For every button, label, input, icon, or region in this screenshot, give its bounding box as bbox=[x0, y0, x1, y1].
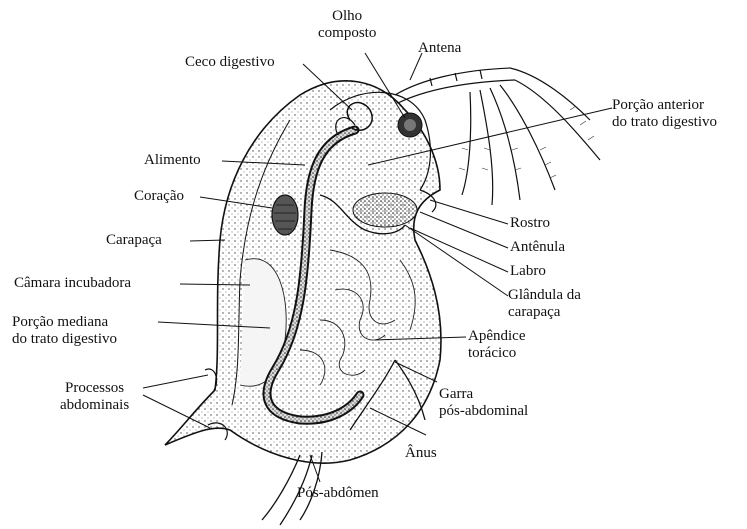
label-alimento: Alimento bbox=[144, 152, 201, 169]
label-antena: Antena bbox=[418, 40, 461, 57]
label-carapaca: Carapaça bbox=[106, 232, 162, 249]
label-coracao: Coração bbox=[134, 188, 184, 205]
label-rostro: Rostro bbox=[510, 215, 550, 232]
label-camara-incubadora: Câmara incubadora bbox=[14, 275, 131, 292]
label-labro: Labro bbox=[510, 263, 546, 280]
label-ceco-digestivo: Ceco digestivo bbox=[185, 54, 275, 71]
label-antenula: Antênula bbox=[510, 239, 565, 256]
label-pos-abdomen: Pós-abdômen bbox=[297, 485, 379, 502]
compound-eye-lens bbox=[404, 119, 416, 131]
label-anus: Ânus bbox=[405, 445, 437, 462]
shell-gland-shape bbox=[353, 193, 417, 227]
